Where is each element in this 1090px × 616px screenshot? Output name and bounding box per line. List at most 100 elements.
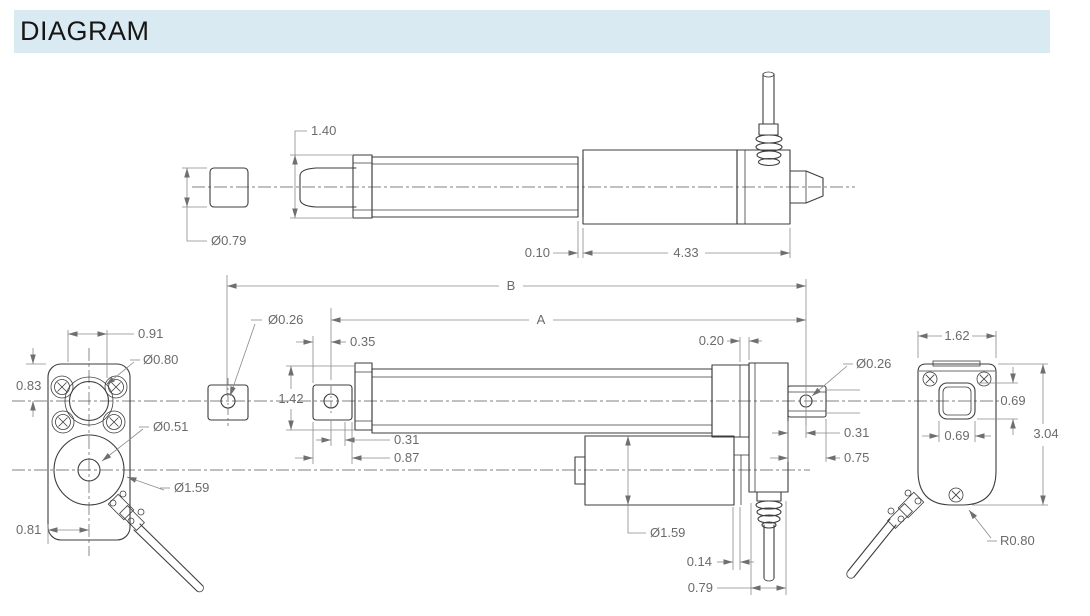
title-bar: DIAGRAM	[14, 10, 1050, 53]
screw-boss	[102, 410, 126, 434]
mounting-screws	[54, 379, 124, 430]
dim-gap: 0.10	[525, 245, 550, 260]
leader-line	[968, 509, 992, 539]
main-side-view: B A Ø0.26 0.35 1.42 0.31	[207, 275, 891, 595]
motor-end-cap	[574, 456, 586, 485]
leader-line	[126, 476, 165, 491]
top-tab	[932, 360, 981, 367]
screw-icon	[922, 371, 938, 387]
dim-square-width: 0.69	[944, 428, 969, 443]
gland-neck	[761, 521, 777, 529]
top-side-view: Ø0.79 1.40 0.10 4.33	[182, 71, 824, 260]
page-title: DIAGRAM	[20, 16, 150, 46]
dim-motor-dia: Ø1.59	[650, 525, 685, 540]
dim-rear-31: 0.31	[844, 425, 869, 440]
rear-screws	[922, 371, 992, 503]
dim-motor-dia-front: Ø1.59	[174, 480, 209, 495]
dim-nut-width: 1.40	[311, 123, 336, 138]
cable-gland-collar	[107, 493, 135, 521]
rear-view-body	[917, 363, 997, 506]
gland-bolt-icon	[904, 489, 912, 497]
screw-boss	[104, 375, 128, 399]
spring-coil	[756, 507, 782, 517]
gland-bolt-icon	[119, 490, 127, 498]
rear-clevis-tab	[789, 170, 824, 204]
screw-boss	[51, 410, 75, 434]
dim-ext-hole-dia: Ø0.26	[268, 312, 303, 327]
dim-cable-79: 0.79	[688, 580, 713, 595]
square-drive-hole-inner	[942, 386, 972, 416]
leader-line	[186, 207, 207, 242]
leader-line	[627, 505, 646, 534]
screw-icon	[948, 487, 964, 503]
dim-cable-14: 0.14	[687, 554, 712, 569]
spring-coil	[755, 134, 783, 144]
dim-length-b: B	[507, 278, 516, 293]
dim-h83: 0.83	[16, 378, 41, 393]
dim-w162: 1.62	[944, 328, 969, 343]
leader-line	[229, 323, 256, 397]
screw-icon	[54, 379, 70, 395]
dim-corner-radius: R0.80	[1000, 533, 1035, 548]
gland-bolt-icon	[109, 499, 117, 507]
gland-bolt-icon	[897, 515, 905, 523]
dim-w91: 0.91	[138, 326, 163, 341]
spring-coil	[757, 157, 781, 167]
phillips-cross-icon	[111, 382, 121, 392]
dim-shaft-dia: Ø0.51	[153, 419, 188, 434]
dim-b81: 0.81	[16, 522, 41, 537]
dim-front-31: 0.31	[394, 432, 419, 447]
cable-end-cap	[846, 570, 855, 579]
dim-bore-dia: Ø0.80	[143, 352, 178, 367]
output-bore-circle	[68, 380, 110, 422]
hex-nut	[352, 154, 373, 219]
screw-boss	[50, 375, 74, 399]
rear-view-cable	[846, 489, 925, 579]
cable-end-cap	[196, 585, 204, 593]
cable-edge	[133, 529, 198, 592]
extended-clevis-hole	[220, 393, 236, 409]
motor-face-circle	[53, 434, 125, 506]
dim-square-height: 0.69	[1000, 393, 1025, 408]
rear-clevis-tab	[787, 385, 827, 418]
dim-length-a: A	[537, 312, 546, 327]
cable-edge	[139, 523, 204, 587]
screw-icon	[976, 371, 992, 387]
screw-icon	[108, 379, 124, 395]
phillips-cross-icon	[925, 374, 935, 384]
phillips-cross-icon	[951, 490, 961, 500]
front-clevis-block	[312, 384, 353, 421]
cable-edge	[853, 524, 897, 578]
extended-clevis-block	[207, 384, 249, 421]
piston-rod	[299, 167, 357, 208]
gland-bolt-icon	[887, 507, 895, 515]
spring-coil	[756, 150, 782, 160]
screw-icon	[106, 414, 122, 430]
rod-end-cylinder	[209, 167, 249, 208]
phillips-cross-icon	[979, 374, 989, 384]
cable-end-cap	[763, 577, 775, 582]
screw-icon	[55, 414, 71, 430]
spring-coil	[757, 514, 781, 524]
dim-tube-od: 1.42	[278, 391, 303, 406]
cable-gland-collar	[897, 491, 925, 519]
dim-h304: 3.04	[1033, 426, 1058, 441]
gland-bolt-icon	[127, 517, 135, 525]
dim-front-87: 0.87	[394, 450, 419, 465]
phillips-cross-icon	[109, 417, 119, 427]
outer-tube	[371, 156, 579, 218]
hex-nut-front	[354, 362, 373, 431]
cable-gland-collar	[758, 123, 779, 136]
leader-line	[105, 361, 135, 386]
phillips-cross-icon	[58, 417, 68, 427]
spring-coil	[755, 500, 783, 510]
dim-rear-gap: 0.20	[699, 333, 724, 348]
dim-rod-diameter: Ø0.79	[211, 233, 246, 248]
front-view-cable	[107, 490, 204, 593]
dim-hole-offset: 0.35	[350, 334, 375, 349]
gland-bolt-icon	[914, 497, 922, 505]
dim-rear-75: 0.75	[844, 450, 869, 465]
output-boss-circle	[64, 376, 114, 426]
rear-housing	[736, 149, 791, 225]
